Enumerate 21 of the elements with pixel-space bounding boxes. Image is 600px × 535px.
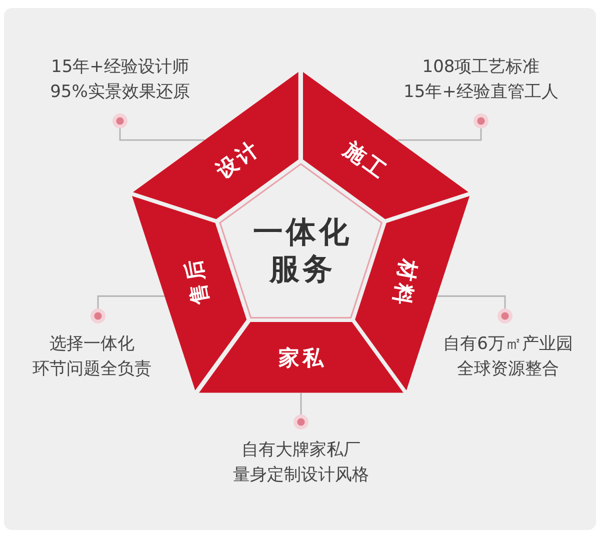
callout-text: 环节问题全负责 xyxy=(32,358,152,381)
leader-line xyxy=(397,114,488,141)
callout-text: 95%实景效果还原 xyxy=(50,81,190,104)
callout-text: 15年+经验设计师 xyxy=(51,56,189,79)
callout-text: 选择一体化 xyxy=(50,333,134,356)
callout-text: 自有6万㎡产业园 xyxy=(443,333,573,356)
leader-line xyxy=(294,392,308,430)
segment-label: 材料 xyxy=(388,256,421,310)
segment-label: 设计 xyxy=(210,136,265,185)
callout-text: 自有大牌家私厂 xyxy=(242,439,360,462)
segment-label: 售后 xyxy=(181,254,214,308)
callout-text: 15年+经验直管工人 xyxy=(404,81,558,104)
segment-label: 施工 xyxy=(338,136,393,185)
leader-line xyxy=(112,114,205,141)
leader-line xyxy=(90,295,165,324)
callout-text: 量身定制设计风格 xyxy=(233,464,369,487)
callout-text: 108项工艺标准 xyxy=(422,56,540,79)
center-title: 一体化服务 xyxy=(252,214,353,288)
segment-label: 家私 xyxy=(277,346,326,370)
callout-text: 全球资源整合 xyxy=(457,358,559,381)
leader-line xyxy=(437,295,512,324)
